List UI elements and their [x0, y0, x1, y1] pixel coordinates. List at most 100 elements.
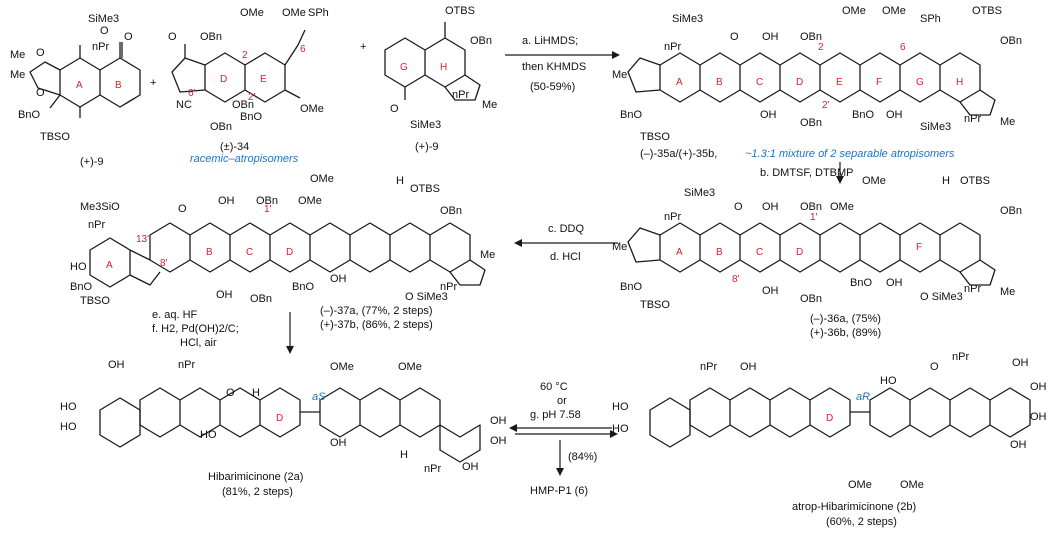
- ring-h-35: H: [956, 77, 963, 88]
- label-oh-35: OH: [762, 31, 779, 43]
- label-bno-35b: BnO: [852, 109, 874, 121]
- label-obn-34: OBn: [200, 31, 222, 43]
- label-bno-35: BnO: [620, 109, 642, 121]
- label-sime3: SiMe3: [88, 13, 119, 25]
- label-h-2a: H: [252, 387, 260, 399]
- ring-a-36: A: [676, 247, 683, 258]
- ring-label-b: B: [115, 80, 122, 91]
- label-ho-37: HO: [70, 261, 87, 273]
- label-npr-2b-2: nPr: [700, 361, 717, 373]
- label-sime3-36: SiMe3: [684, 187, 715, 199]
- compound-36: SiMe3 nPr Me O OH OBn OMe OMe OTBS OBn H…: [612, 175, 1022, 339]
- label-ome-37: OMe: [310, 173, 334, 185]
- product-2a-yield: (81%, 2 steps): [222, 486, 293, 498]
- label-sime3-9r: SiMe3: [410, 119, 441, 131]
- compound-9-left: SiMe3 nPr O O Me Me O O BnO TBSO A B (+)…: [10, 13, 141, 168]
- label-ome-35a: OMe: [842, 5, 866, 17]
- ring-d-2b: D: [826, 413, 833, 424]
- label-obn-37c: OBn: [250, 293, 272, 305]
- label-ho-2b: HO: [880, 375, 897, 387]
- label-obn-34b: OBn: [232, 99, 254, 111]
- ring-e-35: E: [836, 77, 843, 88]
- label-oh-2a-4: OH: [490, 435, 507, 447]
- ring-g-35: G: [916, 77, 924, 88]
- label-me-2: Me: [10, 49, 25, 61]
- label-oh-36c: OH: [762, 285, 779, 297]
- ring-f-35: F: [876, 77, 882, 88]
- label-o-ketone: O: [124, 31, 133, 43]
- label-npr-9r: nPr: [452, 89, 469, 101]
- label-bno-34: BnO: [240, 111, 262, 123]
- compound-37b-label: (+)-37b, (86%, 2 steps): [320, 319, 433, 331]
- label-ome-2a-1: OMe: [330, 361, 354, 373]
- label-ome-35b: OMe: [882, 5, 906, 17]
- ring-num-2-35: 2: [818, 42, 824, 53]
- label-ho-2a-3: HO: [200, 429, 217, 441]
- label-otbs-37: OTBS: [410, 183, 440, 195]
- label-npr-37b: nPr: [440, 281, 457, 293]
- compound-2a: OH nPr O H OMe OMe HO HO HO OH OH OH OH …: [60, 359, 507, 498]
- label-obn-37: OBn: [256, 195, 278, 207]
- label-npr-36: nPr: [664, 211, 681, 223]
- label-ome-2b-1: OMe: [848, 479, 872, 491]
- label-oh-35b: OH: [760, 109, 777, 121]
- ring-label-d-34: D: [220, 74, 227, 85]
- ring-a-35: A: [676, 77, 683, 88]
- cond-f2: HCl, air: [180, 337, 217, 349]
- ring-num-2p-35: 2': [822, 100, 830, 111]
- label-npr: nPr: [92, 41, 109, 53]
- label-ome-2a-2: OMe: [398, 361, 422, 373]
- ring-num-13p-37: 13': [136, 234, 149, 245]
- label-sime3-37: O SiMe3: [405, 291, 448, 303]
- label-obn-35b: OBn: [1000, 35, 1022, 47]
- label-me-35: Me: [612, 69, 627, 81]
- label-npr-35: nPr: [664, 41, 681, 53]
- label-o-34: O: [168, 31, 177, 43]
- compound-34-label: (±)-34: [220, 141, 249, 153]
- label-o-2b: O: [930, 361, 939, 373]
- label-ome-2b-2: OMe: [900, 479, 924, 491]
- compound-9-right-label: (+)-9: [415, 141, 439, 153]
- label-o-9r: O: [390, 103, 399, 115]
- cond-a1: a. LiHMDS;: [522, 35, 578, 47]
- mixture-note: ~1.3:1 mixture of 2 separable atropisome…: [745, 148, 955, 160]
- cond-f1: f. H2, Pd(OH)2/C;: [152, 323, 239, 335]
- compound-36a-label: (–)-36a, (75%): [810, 313, 881, 325]
- label-oh-2a-1: OH: [108, 359, 125, 371]
- label-o-35a: O: [730, 31, 739, 43]
- arrow-step-b: b. DMTSF, DTBMP: [760, 162, 854, 184]
- label-bno-36: BnO: [850, 277, 872, 289]
- label-me-35b: Me: [1000, 116, 1015, 128]
- label-me-36b: Me: [1000, 286, 1015, 298]
- ring-a-37: A: [106, 260, 113, 271]
- label-obn-36: OBn: [800, 201, 822, 213]
- label-otbs-9r: OTBS: [445, 5, 475, 17]
- compound-2b: nPr OH OH OH OH O nPr OH HO HO HO OMe OM…: [612, 351, 1047, 528]
- product-2b-yield: (60%, 2 steps): [826, 516, 897, 528]
- cond-temp: 60 °C: [540, 381, 568, 393]
- label-o: O: [100, 25, 109, 37]
- label-o-2a: O: [226, 387, 235, 399]
- label-oh-36b: OH: [886, 277, 903, 289]
- atropisomers-note: racemic–atropisomers: [190, 153, 299, 165]
- label-oh-2b-4: OH: [1010, 439, 1027, 451]
- ring-label-a: A: [76, 80, 83, 91]
- label-obn-35: OBn: [800, 31, 822, 43]
- ring-c-36: C: [756, 247, 763, 258]
- ring-num-1p-36: 1': [810, 212, 818, 223]
- label-o-36: O: [734, 201, 743, 213]
- compound-35-label: (–)-35a/(+)-35b,: [640, 148, 717, 160]
- label-ome-37b: OMe: [298, 195, 322, 207]
- label-bno-37b: BnO: [70, 281, 92, 293]
- product-2a-label: Hibarimicinone (2a): [208, 471, 303, 483]
- label-h-2a-2: H: [400, 449, 408, 461]
- label-ome-34: OMe: [240, 7, 264, 19]
- compound-36b-label: (+)-36b, (89%): [810, 327, 881, 339]
- compound-34: OBn OMe OMe SPh O OMe BnO OBn NC OBn D E…: [168, 7, 329, 165]
- label-otbs-36: OTBS: [960, 175, 990, 187]
- label-sph-35: SPh: [920, 13, 941, 25]
- label-ho-2a-2: HO: [60, 421, 77, 433]
- axis-label-as: aS: [312, 391, 326, 403]
- label-co2me: OMe: [300, 103, 324, 115]
